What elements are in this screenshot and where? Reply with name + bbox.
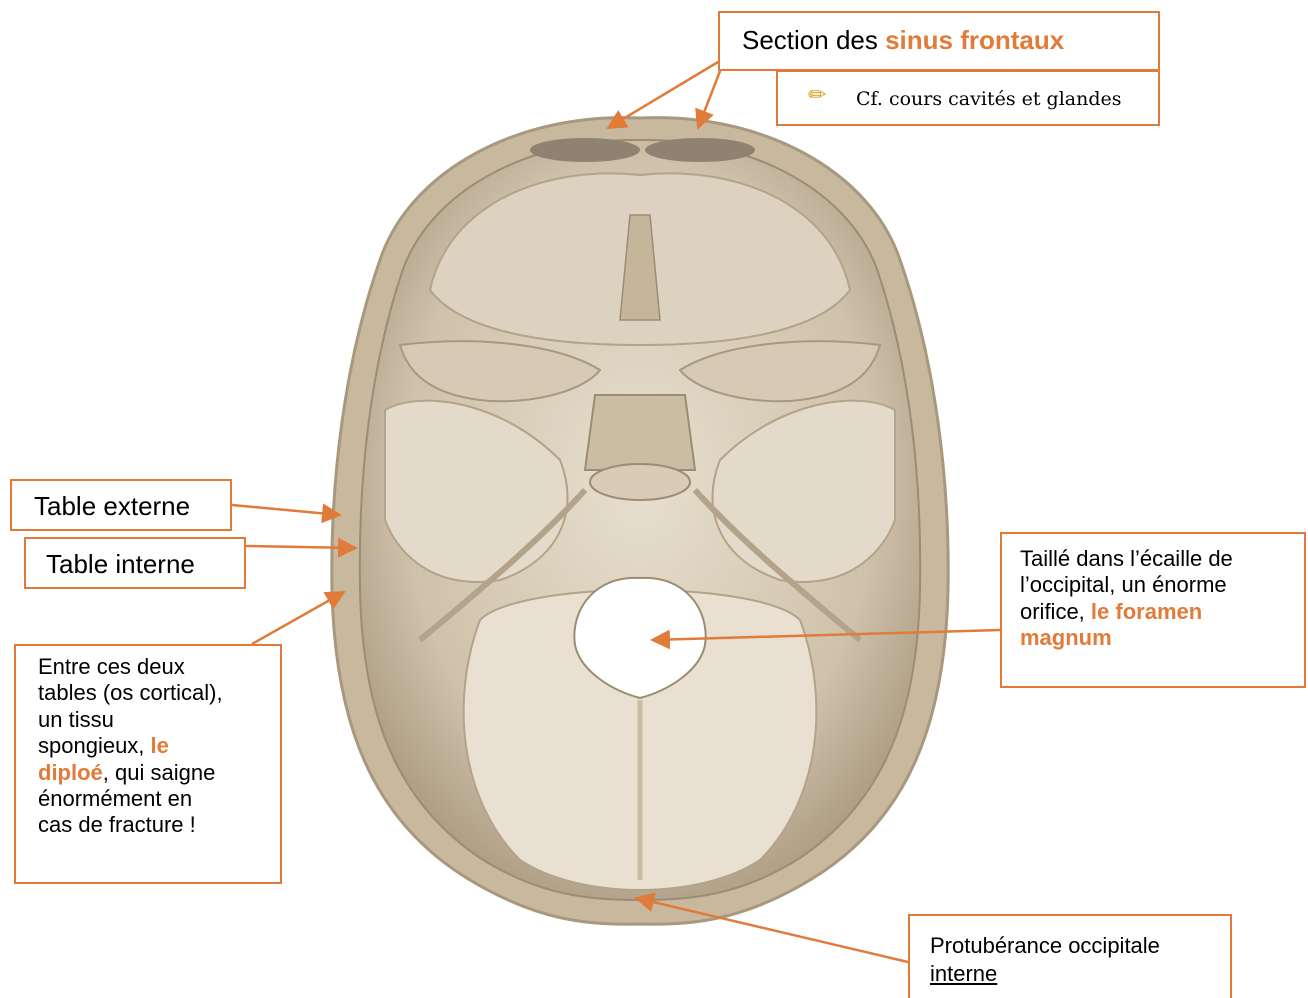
diploe-line-3: un tissu [38, 707, 280, 733]
diploe-line-4: spongieux, le [38, 733, 280, 759]
diploe-description: Entre ces deux tables (os cortical), un … [14, 644, 282, 884]
sinus-frontaux-label: Section des sinus frontaux [718, 11, 1160, 71]
protuberance-line-2: interne [930, 960, 1230, 988]
foramen-line-3-highlight: le foramen [1091, 599, 1202, 624]
arrow-protuberance [636, 898, 908, 962]
sinus-label-highlight: sinus frontaux [885, 25, 1064, 55]
cavites-glandes-note: ✏ Cf. cours cavités et glandes [776, 70, 1160, 126]
foramen-magnum-description: Taillé dans l’écaille de l’occipital, un… [1000, 532, 1306, 688]
table-interne-text: Table interne [46, 549, 195, 579]
arrow-sinus-right [698, 66, 722, 128]
foramen-line-3-text: orifice, [1020, 599, 1091, 624]
foramen-line-3: orifice, le foramen [1020, 599, 1304, 625]
table-externe-text: Table externe [34, 491, 190, 521]
foramen-line-1: Taillé dans l’écaille de [1020, 546, 1304, 572]
arrow-table-externe [232, 505, 340, 515]
diploe-line-2: tables (os cortical), [38, 680, 280, 706]
frontal-sinus-right [645, 138, 755, 162]
arrow-diploe [252, 592, 344, 644]
protuberance-label: Protubérance occipitale interne [908, 914, 1232, 998]
diploe-line-6: énormément en [38, 786, 280, 812]
sella-turcica [585, 395, 695, 470]
pencil-icon: ✏ [808, 82, 826, 108]
diploe-line-4-text: spongieux, [38, 733, 151, 758]
diploe-line-4-highlight: le [151, 733, 169, 758]
frontal-sinus-left [530, 138, 640, 162]
diploe-line-5: diploé, qui saigne [38, 760, 280, 786]
diploe-line-1: Entre ces deux [38, 654, 280, 680]
protuberance-line-1: Protubérance occipitale [930, 932, 1230, 960]
table-interne-label: Table interne [24, 537, 246, 589]
cavites-glandes-note-text: Cf. cours cavités et glandes [856, 88, 1122, 111]
foramen-line-2: l’occipital, un énorme [1020, 572, 1304, 598]
sinus-label-prefix: Section des [742, 25, 885, 55]
diploe-line-7: cas de fracture ! [38, 812, 280, 838]
dorsum-sellae [590, 464, 690, 500]
diploe-line-5-text: , qui saigne [103, 760, 216, 785]
table-externe-label: Table externe [10, 479, 232, 531]
foramen-line-4: magnum [1020, 625, 1304, 651]
diploe-line-5-highlight: diploé [38, 760, 103, 785]
